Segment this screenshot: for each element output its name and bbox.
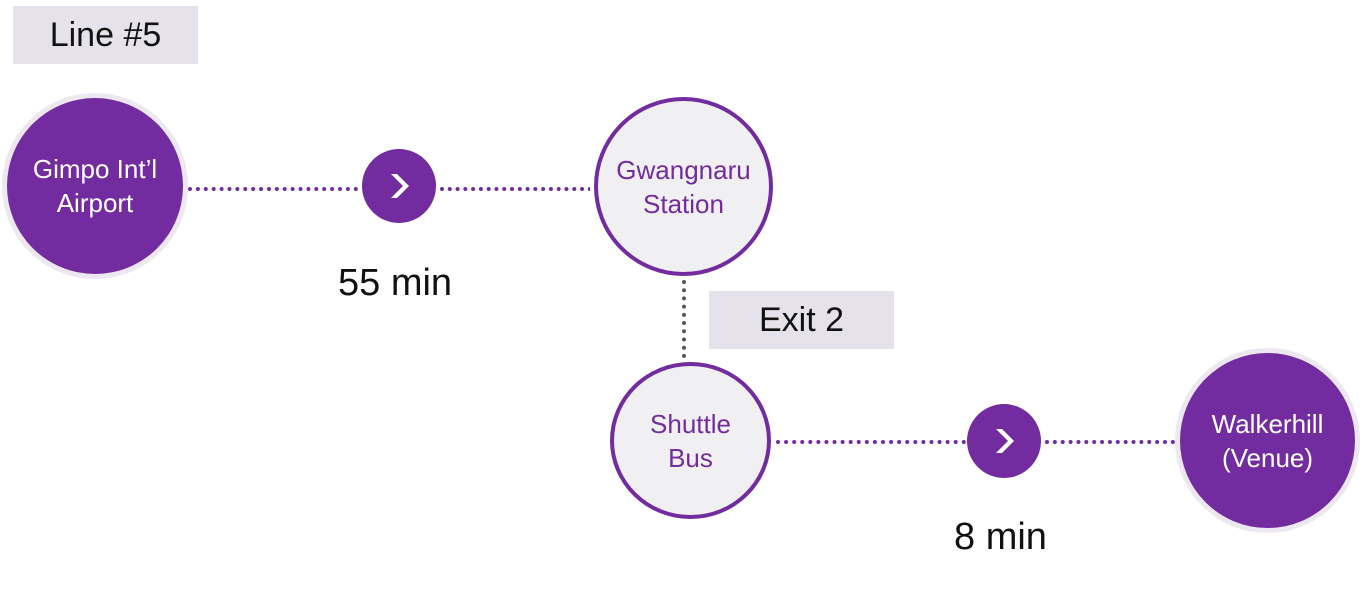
exit-connector bbox=[682, 280, 686, 358]
chevron-right-icon bbox=[362, 149, 436, 223]
subway-duration: 55 min bbox=[338, 262, 453, 304]
gwangnaru-station-node: Gwangnaru Station bbox=[594, 97, 773, 276]
shuttle-bus-node: Shuttle Bus bbox=[610, 362, 771, 519]
gwangnaru-station-label: Gwangnaru Station bbox=[616, 154, 751, 219]
chevron-right-icon-glyph bbox=[996, 429, 1014, 453]
gimpo-airport-label: Gimpo Int’l Airport bbox=[32, 154, 158, 218]
chevron-right-icon-glyph bbox=[391, 174, 409, 198]
walkerhill-venue-label: Walkerhill (Venue) bbox=[1211, 408, 1324, 473]
shuttle-bus-label: Shuttle Bus bbox=[650, 408, 731, 473]
exit-number-label: Exit 2 bbox=[709, 291, 894, 349]
chevron-right-icon bbox=[967, 404, 1041, 478]
gimpo-airport-node: Gimpo Int’l Airport bbox=[7, 98, 183, 274]
route-connector-2a bbox=[776, 440, 966, 444]
route-connector-2b bbox=[1045, 440, 1175, 444]
walkerhill-venue-node: Walkerhill (Venue) bbox=[1180, 353, 1355, 528]
route-connector-1b bbox=[440, 187, 592, 191]
bus-duration: 8 min bbox=[954, 516, 1047, 558]
line-number-label: Line #5 bbox=[13, 6, 198, 64]
route-connector-1a bbox=[188, 187, 358, 191]
